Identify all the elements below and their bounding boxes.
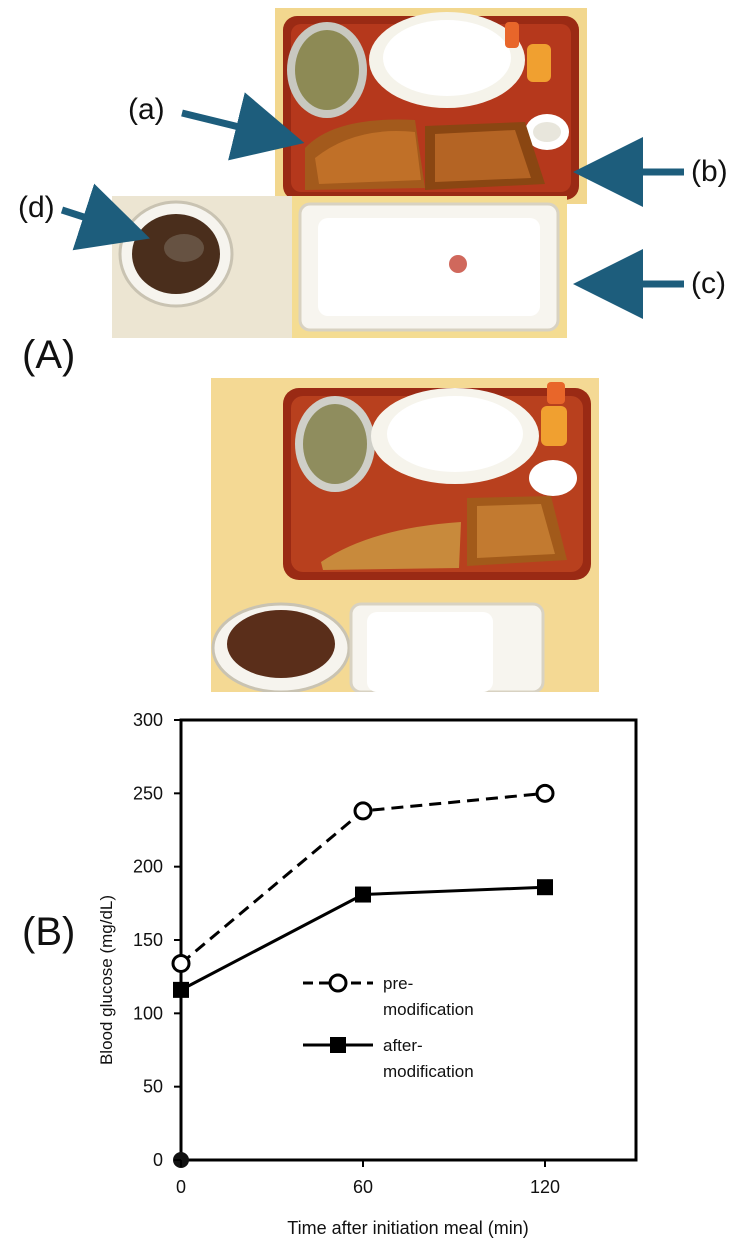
series-line-after-modification [180,885,546,992]
x-tick-label: 60 [353,1177,373,1197]
data-point-pre-modification [535,783,555,803]
x-tick-label: 120 [530,1177,560,1197]
legend-marker-pre-modification [328,973,348,993]
y-tick-label: 100 [133,1003,163,1023]
photo-after-modification-meal [211,378,599,692]
photo-soup-and-rice [112,196,567,338]
y-tick-label: 150 [133,930,163,950]
legend-label-after-modification: modification [383,1062,474,1081]
legend-label-after-modification: after- [383,1036,423,1055]
y-axis-label: Blood glucose (mg/dL) [97,895,116,1065]
photo-pre-modification-meal [275,8,587,204]
y-tick-label: 50 [143,1077,163,1097]
callout-d: (d) [18,191,55,224]
legend-label-pre-modification: modification [383,1000,474,1019]
data-point-pre-modification [171,953,191,973]
data-point-pre-modification [353,801,373,821]
arrow-d [60,183,150,251]
callout-b: (b) [691,155,728,188]
plot-frame [179,718,638,1162]
arrow-a [181,92,305,161]
panel-a-label: (A) [22,333,76,377]
y-tick-label: 250 [133,783,163,803]
legend-label-pre-modification: pre- [383,974,413,993]
glucose-line-chart: 0 50 100 150 200 250 300 0 60 120 pre-modificati… [97,710,638,1238]
y-tick-label: 200 [133,857,163,877]
annotation-arrows [60,92,684,319]
callout-c: (c) [691,267,726,300]
data-point-after-modification [173,981,189,998]
data-point-after-modification [537,879,553,896]
x-tick-label: 0 [176,1177,186,1197]
legend-marker-after-modification [330,1037,346,1053]
panel-b-label: (B) [22,910,76,954]
callout-a: (a) [128,93,165,126]
data-point-after-modification [355,886,371,903]
y-tick-label: 0 [153,1150,163,1170]
x-axis-label: Time after initiation meal (min) [287,1218,528,1238]
y-tick-label: 300 [133,710,163,730]
